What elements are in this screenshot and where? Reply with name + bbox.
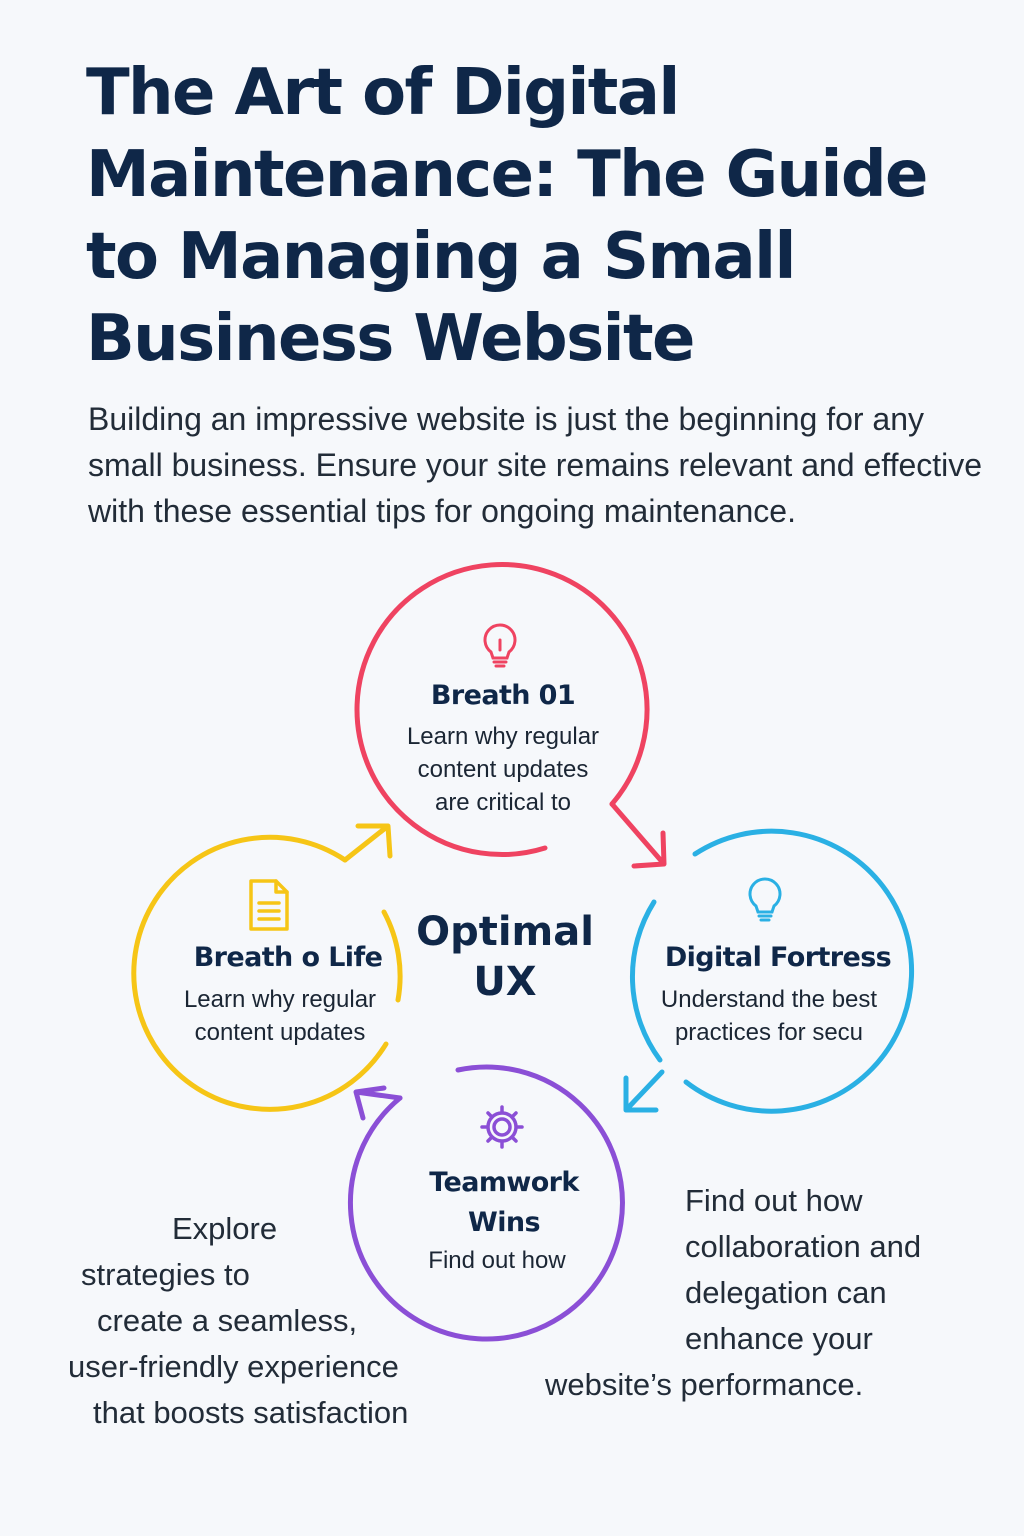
side-left-line: create a seamless, [97,1303,358,1338]
node-top-title: Breath 01 [430,680,576,711]
right-arrow [623,1069,665,1113]
side-right-line: delegation can [685,1275,887,1310]
page-title: The Art of Digital Maintenance: The Guid… [86,56,928,376]
side-left-line: strategies to [81,1257,250,1292]
side-text-left: Explore strategies to create a seamless,… [66,1206,486,1436]
top-arrow [609,801,667,869]
side-right-line: website’s performance. [545,1367,864,1402]
left-circle-ring-inner [381,909,403,1003]
node-left-title: Breath o Life [193,942,383,973]
center-label-text: Optimal UX [416,909,594,1005]
document-icon [249,879,289,931]
node-bottom-text: Find out how [387,1244,607,1277]
node-top-text-line: are critical to [434,789,572,816]
node-left-text-line: Learn why regular [183,986,377,1013]
side-text-right: Find out how collaboration and delegatio… [545,1178,975,1408]
right-circle-ring-inner [630,899,663,1063]
gear-icon [480,1105,524,1149]
side-right-line: Find out how [685,1183,863,1218]
node-top-text-line: Learn why regular [406,723,600,750]
node-top-text: Learn why regular content updates are cr… [373,720,633,819]
bottom-circle-ring [348,1064,625,1342]
node-top-text-line: content updates [417,756,589,783]
node-bottom-text-line: Find out how [428,1247,566,1274]
lightbulb-icon [748,877,782,922]
side-left-line: Explore [172,1211,278,1246]
node-left-text-line: content updates [194,1019,366,1046]
center-label: Optimal UX [400,907,610,1007]
node-bottom-title: Teamwork Wins [394,1163,614,1243]
left-circle-ring [131,834,389,1112]
side-left-line: user-friendly experience [68,1349,399,1384]
right-circle-ring [683,828,915,1114]
side-right-line: enhance your [685,1321,873,1356]
top-circle-ring [354,562,650,857]
node-right-text: Understand the best practices for secu [634,983,904,1049]
node-right-text-line: Understand the best [660,986,878,1013]
intro-paragraph: Building an impressive website is just t… [88,401,983,529]
left-arrow [342,823,393,863]
lightbulb-icon [483,623,517,668]
node-left-text: Learn why regular content updates [150,983,410,1049]
node-right-text-line: practices for secu [674,1019,864,1046]
node-bottom-title-line: Wins [468,1207,541,1238]
side-left-line: that boosts satisfaction [93,1395,409,1430]
node-right-title: Digital Fortress [664,942,892,973]
side-right-line: collaboration and [685,1229,922,1264]
bottom-arrow [353,1085,403,1121]
node-bottom-title-line: Teamwork [429,1167,579,1198]
